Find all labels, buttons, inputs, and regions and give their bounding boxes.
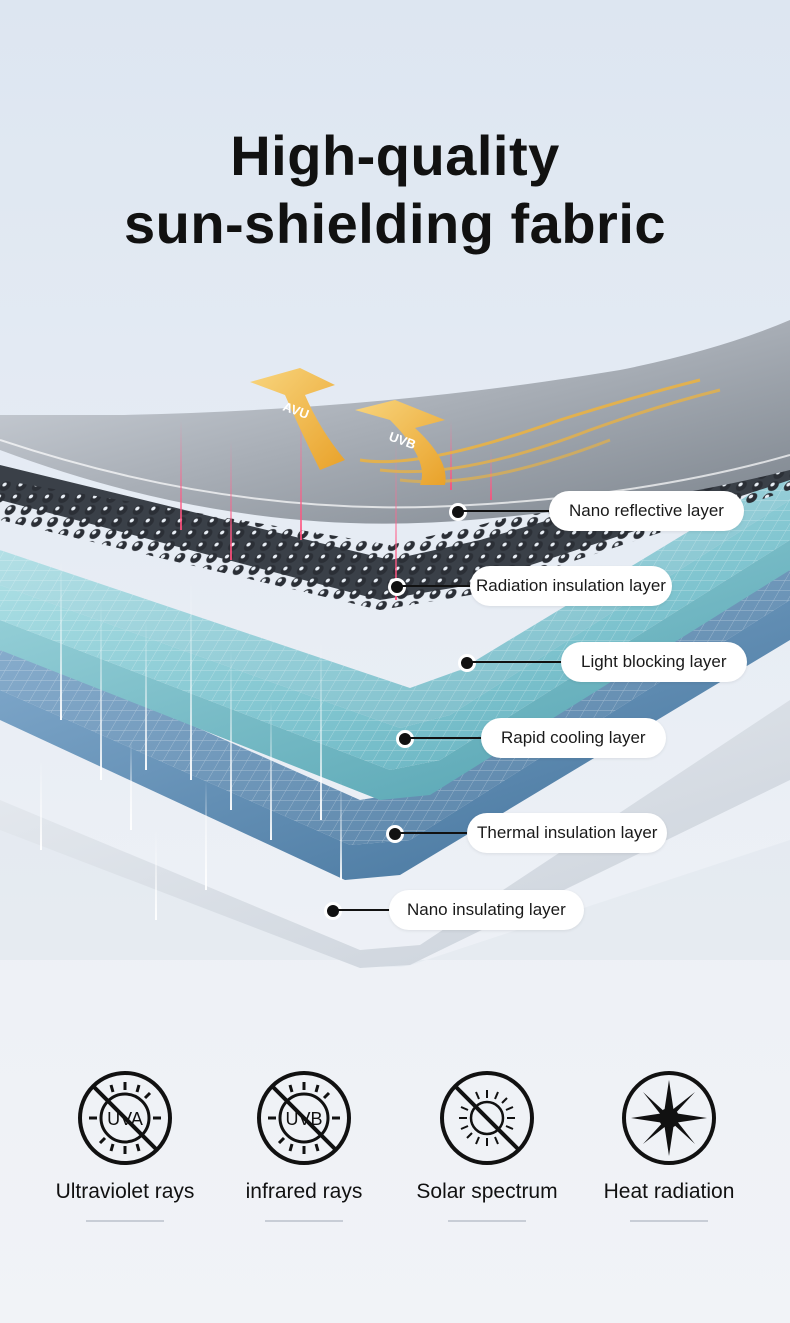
callout-line xyxy=(471,661,563,663)
nano-insulating-sheet xyxy=(0,700,790,968)
base-shadow xyxy=(0,820,790,967)
feature-solar-spectrum: Solar spectrum xyxy=(397,1068,577,1222)
callout-line xyxy=(337,909,392,911)
callout-dot xyxy=(386,825,404,843)
feature-heat-radiation: Heat radiation xyxy=(579,1068,759,1222)
feature-underline xyxy=(448,1220,526,1222)
callout-dot xyxy=(449,503,467,521)
reflected-uv-arrows: AVU UVB xyxy=(250,368,721,485)
callout-dot xyxy=(324,902,342,920)
title-line-2: sun-shielding fabric xyxy=(123,192,667,255)
callout-line xyxy=(462,510,552,512)
feature-underline xyxy=(630,1220,708,1222)
feature-label: Heat radiation xyxy=(603,1180,735,1203)
feature-label: Ultraviolet rays xyxy=(55,1180,195,1203)
light-rays xyxy=(40,400,492,920)
callout-label: Rapid cooling layer xyxy=(481,718,666,758)
thermal-insulation-sheet xyxy=(0,600,790,880)
callout-dot xyxy=(396,730,414,748)
feature-label: Solar spectrum xyxy=(416,1180,558,1203)
no-uva-icon: UVA xyxy=(75,1068,175,1168)
callout-line xyxy=(399,832,471,834)
feature-underline xyxy=(265,1220,343,1222)
callout-label: Nano reflective layer xyxy=(549,491,744,531)
page-title: High-quality sun-shielding fabric xyxy=(0,122,790,258)
callout-label: Radiation insulation layer xyxy=(470,566,672,606)
callout-label: Nano insulating layer xyxy=(389,890,584,930)
no-uvb-icon: UVB xyxy=(254,1068,354,1168)
heat-star-icon xyxy=(619,1068,719,1168)
callout-dot xyxy=(388,578,406,596)
feature-ultraviolet: UVA Ultraviolet rays xyxy=(35,1068,215,1222)
feature-infrared: UVB infrared rays xyxy=(214,1068,394,1222)
callout-line xyxy=(401,585,473,587)
callout-dot xyxy=(458,654,476,672)
no-sun-icon xyxy=(437,1068,537,1168)
title-line-1: High-quality xyxy=(230,124,560,187)
feature-label: infrared rays xyxy=(245,1180,363,1203)
callout-line xyxy=(409,737,484,739)
callout-label: Thermal insulation layer xyxy=(467,813,668,853)
feature-underline xyxy=(86,1220,164,1222)
callout-label: Light blocking layer xyxy=(561,642,747,682)
